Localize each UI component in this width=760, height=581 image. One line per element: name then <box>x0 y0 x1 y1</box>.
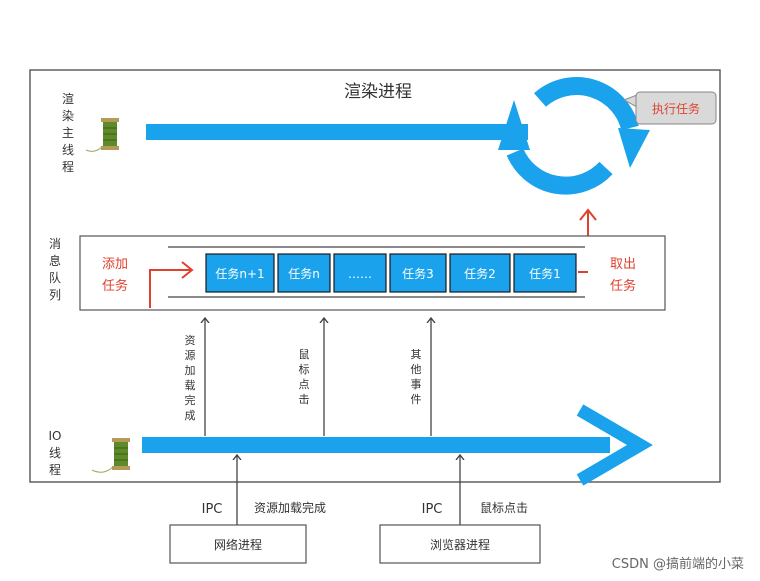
execute-task-bubble: 执行任务 <box>622 91 717 125</box>
browser-process-box: 浏览器进程 <box>379 524 541 564</box>
queue-task: …… <box>333 253 387 293</box>
label-char: 资 <box>185 334 196 347</box>
label-char: 主 <box>62 126 74 140</box>
label-char: 他 <box>411 363 422 376</box>
event-loop-icon <box>498 77 650 195</box>
ipc-label-right: IPC <box>422 502 443 517</box>
label-char: 渲 <box>62 91 74 106</box>
label-char: 列 <box>49 288 61 302</box>
main-thread-bar <box>146 124 528 140</box>
label-char: 程 <box>62 159 74 174</box>
ipc-text-right: 鼠标点击 <box>480 501 528 515</box>
queue-task-label: 任务n <box>288 266 320 281</box>
queue-task: 任务n <box>277 253 331 293</box>
label-char: 击 <box>299 393 310 406</box>
network-process-box: 网络进程 <box>169 524 307 564</box>
take-task-label: 取出 <box>610 257 636 272</box>
io-thread-arrow <box>142 404 653 486</box>
thread-spool-icon <box>85 118 119 152</box>
thread-spool-icon <box>91 438 130 473</box>
label-char: 加 <box>185 364 196 377</box>
label-char: 其 <box>411 348 422 361</box>
label-char: 线 <box>49 446 61 460</box>
label-char: 标 <box>299 362 310 376</box>
queue-task-label: 任务2 <box>464 266 496 281</box>
watermark: CSDN @搞前端的小菜 <box>611 557 744 572</box>
add-task-label: 任务 <box>102 278 128 294</box>
browser-process-label: 浏览器进程 <box>430 537 490 552</box>
label-char: 点 <box>299 378 310 391</box>
message-queue-label: 消 息 队 列 <box>49 237 61 302</box>
take-task-label: 任务 <box>610 278 636 294</box>
label-char: 消 <box>49 237 61 251</box>
label-char: 线 <box>62 143 74 157</box>
queue-task-label: 任务n+1 <box>215 266 264 281</box>
queue-task: 任务3 <box>389 253 447 293</box>
render-process-title: 渲染进程 <box>344 82 412 102</box>
queue-task-label: 任务3 <box>402 266 434 281</box>
render-process-frame <box>29 69 721 483</box>
queue-task-label: 任务1 <box>529 266 561 281</box>
queue-task: 任务1 <box>513 253 577 293</box>
event-label-mouse-click: 鼠 标 点 击 <box>299 347 310 406</box>
queue-task: 任务n+1 <box>205 253 275 293</box>
event-label-resource-loaded: 资 源 加 载 完 成 <box>185 334 196 422</box>
render-main-thread-label: 渲 染 主 线 程 <box>62 91 74 174</box>
label-char: 事 <box>411 378 422 391</box>
io-thread-label: IO 线 程 <box>49 429 62 477</box>
label-char: IO <box>49 429 62 443</box>
label-char: 息 <box>49 253 61 268</box>
queue-task-label: …… <box>348 267 372 281</box>
label-char: 鼠 <box>299 347 310 361</box>
label-char: 染 <box>62 108 74 123</box>
add-task-label: 添加 <box>102 257 128 272</box>
label-char: 完 <box>185 393 196 407</box>
label-char: 件 <box>411 393 422 406</box>
label-char: 队 <box>49 270 61 285</box>
label-char: 载 <box>185 379 196 392</box>
label-char: 成 <box>185 409 196 422</box>
ipc-label-left: IPC <box>202 502 223 517</box>
label-char: 程 <box>49 462 61 477</box>
add-task-arrow <box>149 261 194 308</box>
network-process-label: 网络进程 <box>214 537 262 552</box>
execute-task-text: 执行任务 <box>652 101 700 116</box>
queue-task: 任务2 <box>449 253 511 293</box>
label-char: 源 <box>185 348 196 362</box>
event-label-other-events: 其 他 事 件 <box>411 348 422 406</box>
ipc-text-left: 资源加载完成 <box>254 500 326 515</box>
